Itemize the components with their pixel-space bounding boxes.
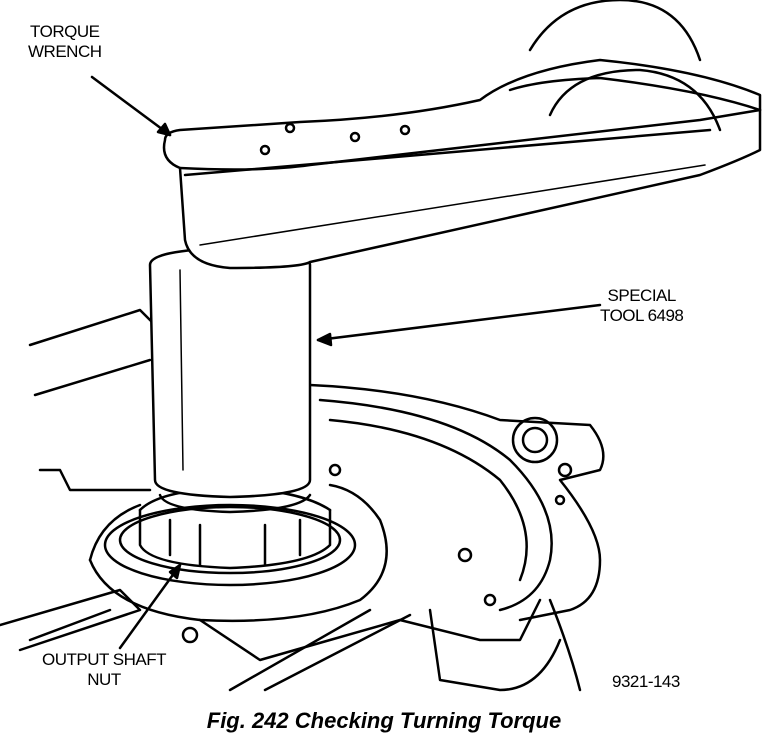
output-shaft-nut-leader	[118, 563, 182, 650]
special-tool-leader	[316, 303, 602, 342]
special-tool-label: SPECIAL TOOL 6498	[600, 286, 684, 326]
special-tool-arrowhead	[316, 332, 333, 347]
output-shaft-nut	[103, 486, 357, 587]
figure-caption: Fig. 242 Checking Turning Torque	[206, 708, 562, 733]
transmission-case	[0, 308, 605, 692]
label-line: WRENCH	[28, 42, 102, 61]
torque-wrench-arrowhead	[156, 122, 172, 137]
label-line: OUTPUT SHAFT	[42, 650, 167, 669]
label-line: TORQUE	[30, 22, 100, 41]
output-shaft-nut-arrowhead	[168, 563, 182, 580]
torque-wrench-label: TORQUE WRENCH	[28, 22, 102, 62]
figure-id: 9321-143	[612, 672, 680, 691]
label-line: NUT	[87, 670, 121, 689]
output-shaft-nut-label: OUTPUT SHAFT NUT	[42, 650, 167, 690]
special-tool-6498	[148, 246, 312, 514]
label-line: TOOL 6498	[600, 306, 684, 325]
label-line: SPECIAL	[607, 286, 677, 305]
torque-wrench-leader	[90, 75, 172, 137]
torque-wrench	[162, 0, 762, 270]
